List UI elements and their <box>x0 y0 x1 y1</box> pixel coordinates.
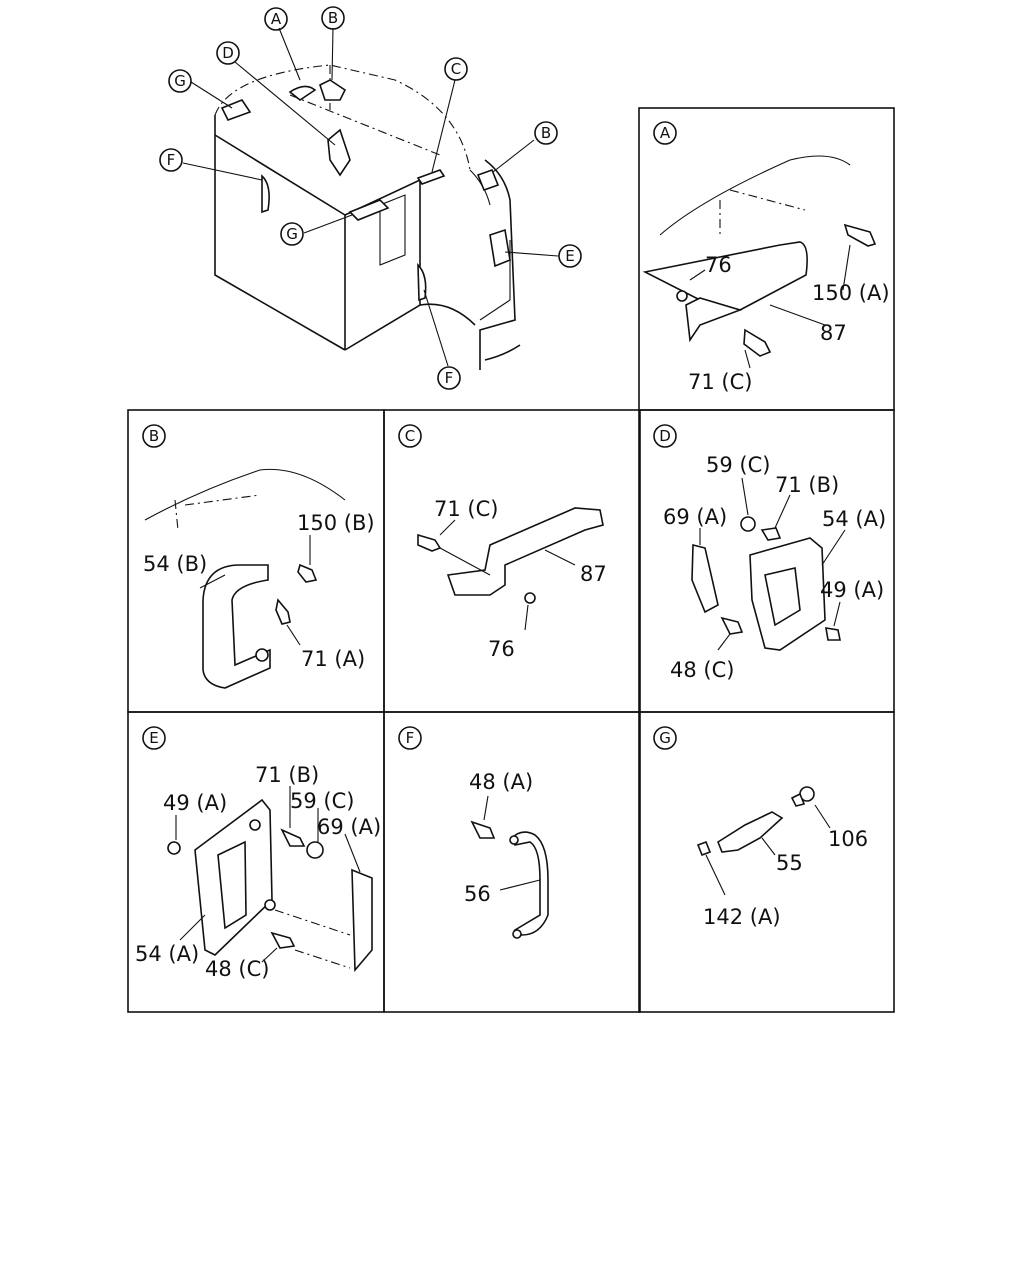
overview-callouts: A B C D E F G B G F <box>159 6 582 390</box>
label-g-142a: 142 (A) <box>703 905 781 929</box>
label-g-106: 106 <box>828 827 868 851</box>
panel-g: G 106 55 142 (A) <box>638 711 895 1013</box>
callout-b-2: B <box>541 124 551 142</box>
label-150a: 150 (A) <box>812 281 890 305</box>
label-c-71c: 71 (C) <box>434 497 498 521</box>
callout-g-2: G <box>286 225 298 243</box>
label-c-76: 76 <box>488 637 515 661</box>
label-f-48a: 48 (A) <box>469 770 533 794</box>
panel-f: F 48 (A) 56 <box>383 711 641 1013</box>
panel-a-key: A <box>660 124 671 142</box>
label-54b: 54 (B) <box>143 552 207 576</box>
panel-a: A 76 150 (A) 87 71 (C) <box>638 107 895 411</box>
panel-e: E 71 (B) 49 (A) 59 (C) 69 (A) 54 (A) 48 … <box>127 711 385 1013</box>
callout-c: C <box>451 60 461 78</box>
callout-b: B <box>328 9 338 27</box>
label-76: 76 <box>705 253 732 277</box>
panel-e-key: E <box>149 729 158 747</box>
panel-d-key: D <box>659 427 671 445</box>
label-e-54a: 54 (A) <box>135 942 199 966</box>
callout-g: G <box>174 72 186 90</box>
panel-d: D 59 (C) 71 (B) 69 (A) 54 (A) 49 (A) 48 … <box>638 409 895 713</box>
label-e-48c: 48 (C) <box>205 957 269 981</box>
label-e-59c: 59 (C) <box>290 789 354 813</box>
panel-b-key: B <box>149 427 159 445</box>
label-f-56: 56 <box>464 882 491 906</box>
callout-f-2: F <box>445 369 454 387</box>
label-e-49a: 49 (A) <box>163 791 227 815</box>
callout-e: E <box>565 247 574 265</box>
panel-c: C 71 (C) 87 76 <box>383 409 641 713</box>
panel-f-key: F <box>406 729 415 747</box>
callout-f: F <box>167 151 176 169</box>
label-150b: 150 (B) <box>297 511 375 535</box>
callout-d: D <box>222 44 234 62</box>
panel-b: B 150 (B) 54 (B) 71 (A) <box>127 409 385 713</box>
label-87: 87 <box>820 321 847 345</box>
overview-cab-drawing <box>182 27 559 370</box>
label-g-55: 55 <box>776 851 803 875</box>
label-c-87: 87 <box>580 562 607 586</box>
label-e-69a: 69 (A) <box>317 815 381 839</box>
label-d-71b: 71 (B) <box>775 473 839 497</box>
label-71a: 71 (A) <box>301 647 365 671</box>
label-d-54a: 54 (A) <box>822 507 886 531</box>
label-e-71b: 71 (B) <box>255 763 319 787</box>
label-d-69a: 69 (A) <box>663 505 727 529</box>
label-d-48c: 48 (C) <box>670 658 734 682</box>
label-71c: 71 (C) <box>688 370 752 394</box>
label-d-59c: 59 (C) <box>706 453 770 477</box>
callout-a: A <box>271 10 282 28</box>
panel-g-key: G <box>659 729 671 747</box>
label-d-49a: 49 (A) <box>820 578 884 602</box>
panel-c-key: C <box>405 427 415 445</box>
